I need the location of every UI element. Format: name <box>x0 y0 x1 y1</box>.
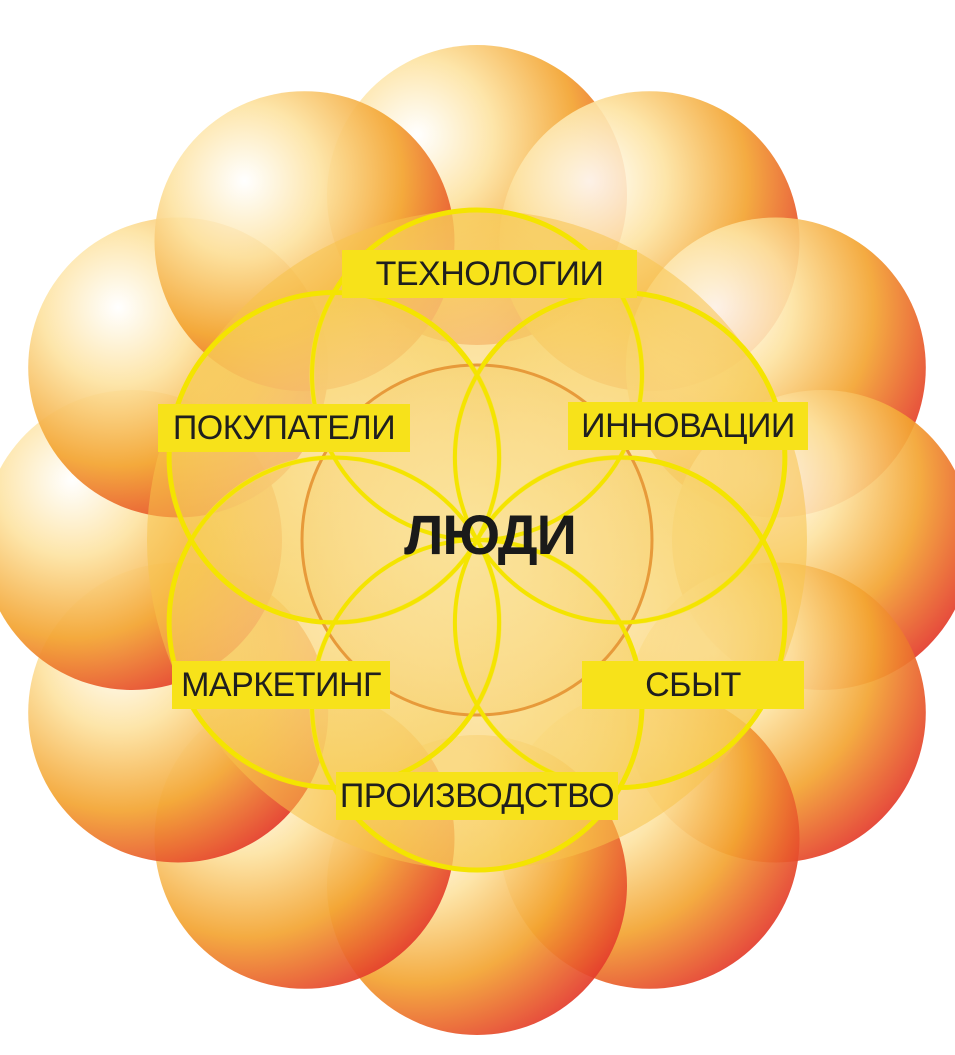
center-label: ЛЮДИ <box>370 500 610 570</box>
label-innovation: ИННОВАЦИИ <box>568 402 808 450</box>
label-marketing: МАРКЕТИНГ <box>172 661 390 709</box>
label-sales: СБЫТ <box>582 661 804 709</box>
label-production: ПРОИЗВОДСТВО <box>336 772 618 820</box>
label-technology: ТЕХНОЛОГИИ <box>342 250 637 298</box>
label-customers: ПОКУПАТЕЛИ <box>158 404 410 452</box>
